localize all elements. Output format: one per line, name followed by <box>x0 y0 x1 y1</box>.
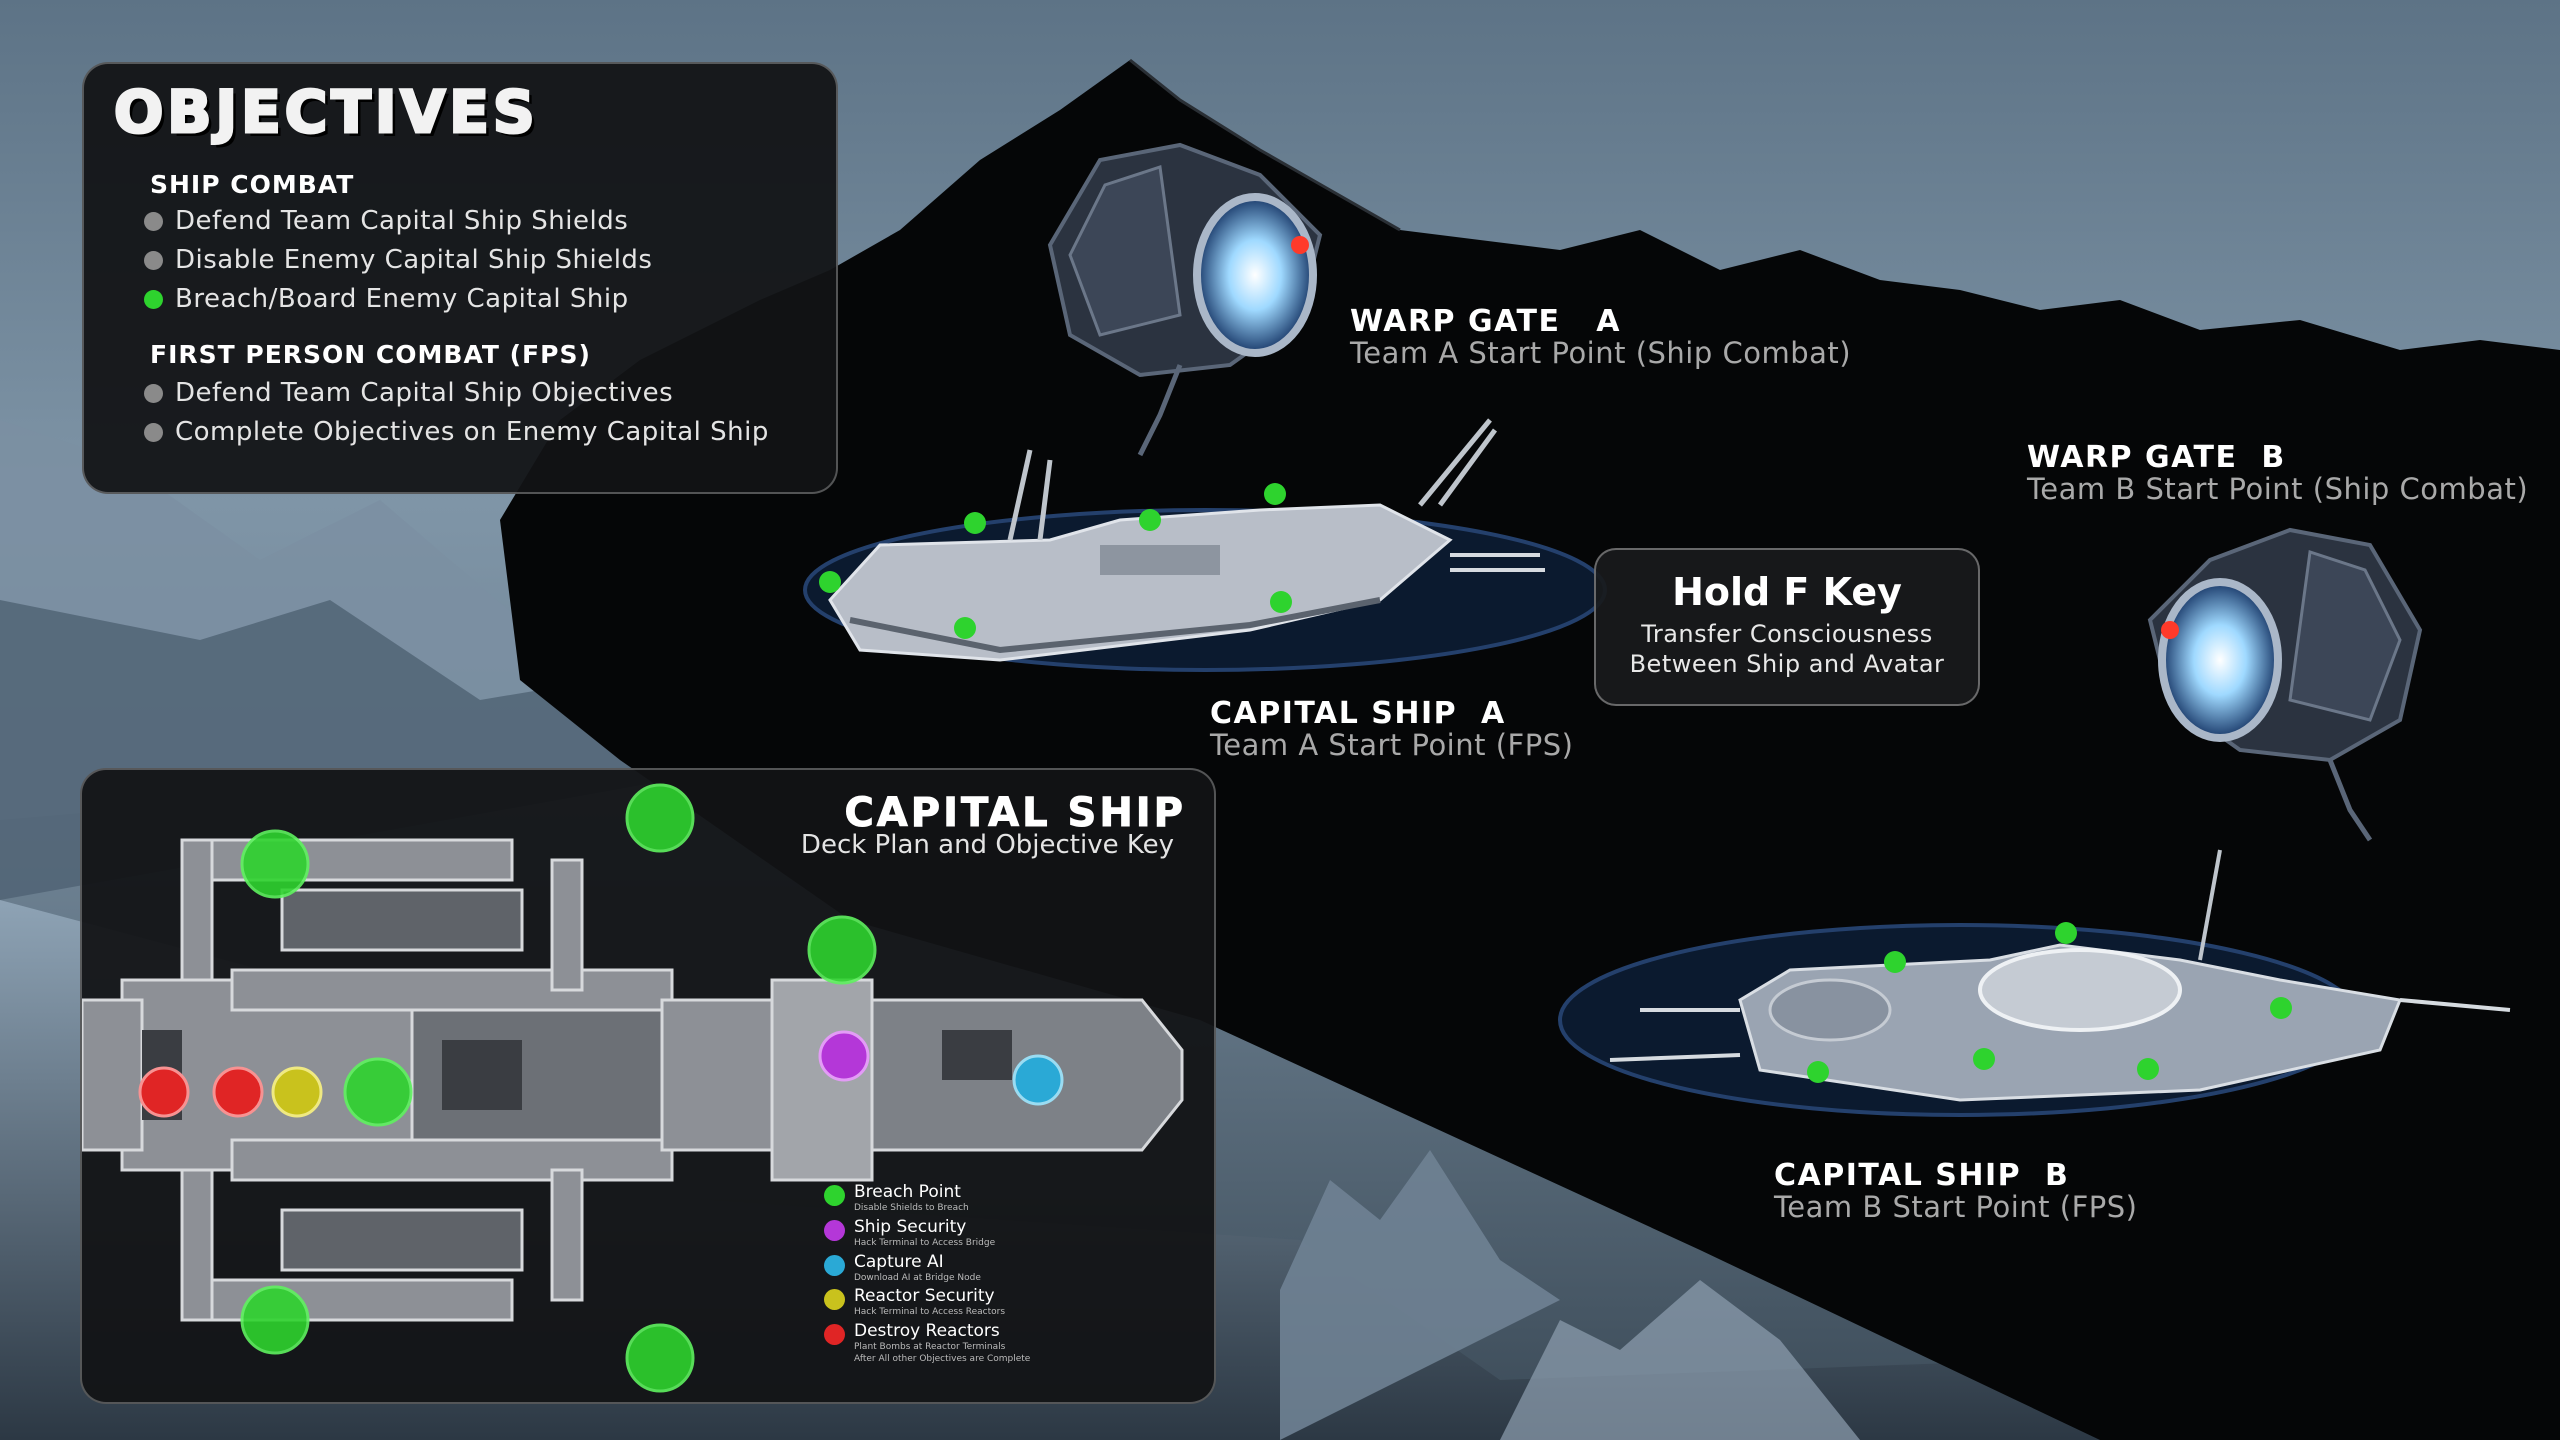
objective-text: Defend Team Capital Ship Objectives <box>175 378 674 408</box>
objective-text: Defend Team Capital Ship Shields <box>175 206 629 236</box>
legend-label: Ship Security <box>854 1217 967 1237</box>
legend-sub: Disable Shields to Breach <box>854 1203 969 1213</box>
warp-gate-b-title: WARP GATE B <box>2027 440 2286 475</box>
legend-label: Reactor Security <box>854 1286 995 1306</box>
reactor-security-marker-icon <box>271 1066 323 1118</box>
legend-swatch-icon <box>824 1220 845 1241</box>
objectives-panel: OBJECTIVES SHIP COMBAT Defend Team Capit… <box>82 62 838 494</box>
reactor-marker-icon <box>212 1066 264 1118</box>
objectives-title: OBJECTIVES <box>113 77 539 148</box>
ship-security-marker-icon <box>818 1030 870 1082</box>
legend-swatch-icon <box>824 1255 845 1276</box>
hold-key-line2: Between Ship and Avatar <box>1629 650 1945 678</box>
deck-plan-title: CAPITAL SHIP <box>844 790 1186 837</box>
deck-plan-subtitle: Deck Plan and Objective Key <box>800 830 1174 860</box>
status-indicator-icon <box>144 422 163 442</box>
capital-ship-b-title: CAPITAL SHIP B <box>1774 1158 2070 1193</box>
legend-swatch-icon <box>824 1289 845 1310</box>
deck-plan-markers <box>138 783 1064 1393</box>
legend-sub: Hack Terminal to Access Reactors <box>854 1307 1006 1317</box>
legend-label: Capture AI <box>854 1252 944 1272</box>
status-indicator-icon <box>144 289 163 309</box>
legend-label: Destroy Reactors <box>854 1321 1000 1341</box>
hold-key-line1: Transfer Consciousness <box>1641 620 1933 648</box>
legend-swatch-icon <box>824 1185 845 1206</box>
capital-ship-a-subtitle: Team A Start Point (FPS) <box>1210 728 1574 762</box>
capital-ship-b-subtitle: Team B Start Point (FPS) <box>1774 1190 2138 1224</box>
warp-gate-b-icon <box>2147 527 2423 842</box>
legend-sub-2: After All other Objectives are Complete <box>854 1354 1031 1364</box>
status-indicator-icon <box>144 250 163 270</box>
deck-plan-panel: CAPITAL SHIP Deck Plan and Objective Key <box>80 768 1216 1404</box>
mountain-ridge-highlight <box>1129 58 1401 232</box>
snow-peak-br <box>1280 1150 1560 1440</box>
fps-heading: FIRST PERSON COMBAT (FPS) <box>150 340 591 369</box>
ship-combat-heading: SHIP COMBAT <box>150 170 355 199</box>
reactor-marker-icon <box>138 1066 190 1118</box>
objective-item: Defend Team Capital Ship Shields <box>144 206 628 236</box>
objective-item: Defend Team Capital Ship Objectives <box>144 378 673 408</box>
capital-ship-b-icon <box>1558 849 2511 1117</box>
objective-text: Complete Objectives on Enemy Capital Shi… <box>175 417 769 447</box>
status-indicator-icon <box>144 211 163 231</box>
objective-text: Disable Enemy Capital Ship Shields <box>175 245 653 275</box>
legend-label: Breach Point <box>854 1182 961 1202</box>
legend-sub: Hack Terminal to Access Bridge <box>854 1238 996 1248</box>
objective-item: Complete Objectives on Enemy Capital Shi… <box>144 417 769 447</box>
legend-sub: Plant Bombs at Reactor Terminals <box>854 1342 1006 1352</box>
warp-gate-a-title: WARP GATE A <box>1350 304 1622 339</box>
capital-ship-a-title: CAPITAL SHIP A <box>1210 696 1506 731</box>
objective-text: Breach/Board Enemy Capital Ship <box>175 284 629 314</box>
hold-key-title: Hold F Key <box>1672 570 1902 614</box>
legend-sub: Download AI at Bridge Node <box>854 1273 981 1283</box>
capture-ai-marker-icon <box>1012 1054 1064 1106</box>
hold-key-prompt: Hold F Key Transfer Consciousness Betwee… <box>1594 548 1980 706</box>
objective-item: Disable Enemy Capital Ship Shields <box>144 245 652 275</box>
warp-gate-a-subtitle: Team A Start Point (Ship Combat) <box>1350 336 1852 370</box>
status-indicator-icon <box>144 383 163 403</box>
objective-item: Breach/Board Enemy Capital Ship <box>144 284 629 314</box>
capital-ship-a-icon <box>803 418 1607 672</box>
warp-gate-b-subtitle: Team B Start Point (Ship Combat) <box>2027 472 2529 506</box>
snow-peak-br2 <box>1500 1280 1860 1440</box>
breach-point-icon <box>240 783 877 1393</box>
legend-swatch-icon <box>824 1324 845 1345</box>
warp-gate-a-icon <box>1047 142 1323 457</box>
